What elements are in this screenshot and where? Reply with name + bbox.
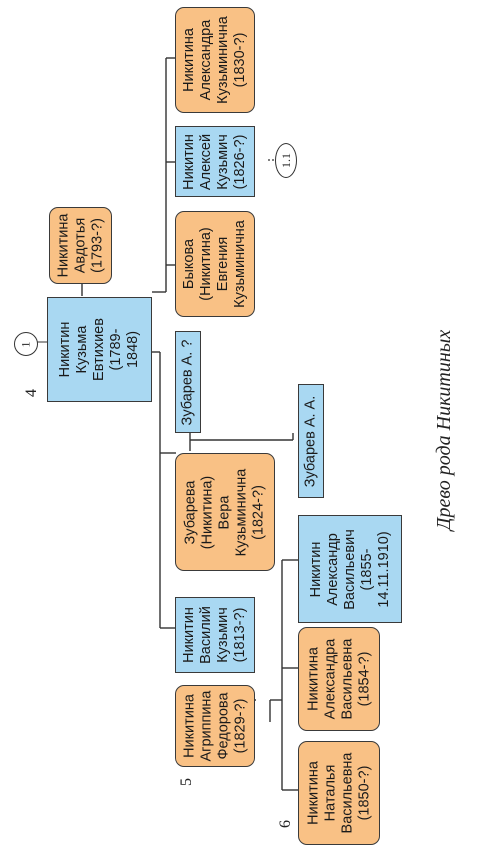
- person-label: Зубарев А. А.: [302, 395, 319, 487]
- person-label: Зубарева (Никитина) Вера Кузьминична (18…: [182, 468, 267, 556]
- generation-label-5: 5: [178, 778, 195, 786]
- person-label: Никитин Кузьма Евтихиев (1789- 1848): [56, 318, 141, 381]
- reference-label: 1: [18, 341, 33, 347]
- person-label: Никитина Александра Кузьминична (1830-?): [181, 16, 249, 104]
- person-vera-zubareva: Зубарева (Никитина) Вера Кузьминична (18…: [175, 453, 275, 571]
- person-kuzma-nikitin: Никитин Кузьма Евтихиев (1789- 1848): [47, 297, 152, 402]
- person-alexander-vasilievich: Никитин Александр Васильевич (1855- 14.1…: [298, 515, 402, 623]
- person-label: Никитина Авдотья (1793-?): [55, 213, 106, 278]
- person-agrippina-fedorova: Никитина Агриппина Федорова (1829-?): [175, 685, 255, 767]
- person-vasily-kuzmich: Никитин Василий Кузьмич (1813-?): [175, 597, 255, 673]
- person-label: Никитина Александра Васильевна (1854-?): [305, 638, 373, 720]
- person-alexandra-kuzminichna: Никитина Александра Кузьминична (1830-?): [175, 7, 255, 113]
- person-label: Никитина Агриппина Федорова (1829-?): [181, 690, 248, 762]
- reference-marker-root: 1: [14, 332, 38, 356]
- person-alexandra-vasilievna: Никитина Александра Васильевна (1854-?): [298, 627, 380, 731]
- person-label: Быкова (Никитина) Евгения Кузьминична: [181, 220, 249, 308]
- person-zubarev-aa: Зубарев А. А.: [298, 384, 324, 498]
- person-label: Никитин Александр Васильевич (1855- 14.1…: [307, 528, 392, 610]
- generation-label-4: 4: [23, 389, 40, 397]
- person-avdotya-nikitina: Никитина Авдотья (1793-?): [49, 207, 112, 284]
- person-evgenia-bykova: Быкова (Никитина) Евгения Кузьминична: [175, 211, 255, 317]
- diagram-caption: Древо рода Никитиных: [433, 329, 455, 531]
- reference-label: 1.1: [278, 153, 293, 168]
- person-label: Никитина Наталья Васильевна (1850-?): [305, 752, 373, 834]
- person-zubarev-a: Зубарев А. ?: [175, 331, 201, 433]
- generation-label-6: 6: [277, 820, 294, 828]
- person-aleksey-kuzmich: Никитин Алексей Кузьмич (1826-?): [175, 126, 255, 197]
- person-label: Никитин Алексей Кузьмич (1826-?): [181, 133, 248, 190]
- person-label: Никитин Василий Кузьмич (1813-?): [181, 606, 248, 664]
- person-natalya-vasilievna: Никитина Наталья Васильевна (1850-?): [298, 741, 380, 845]
- reference-marker-aleksey: 1.1: [275, 143, 297, 178]
- person-label: Зубарев А. ?: [179, 339, 196, 425]
